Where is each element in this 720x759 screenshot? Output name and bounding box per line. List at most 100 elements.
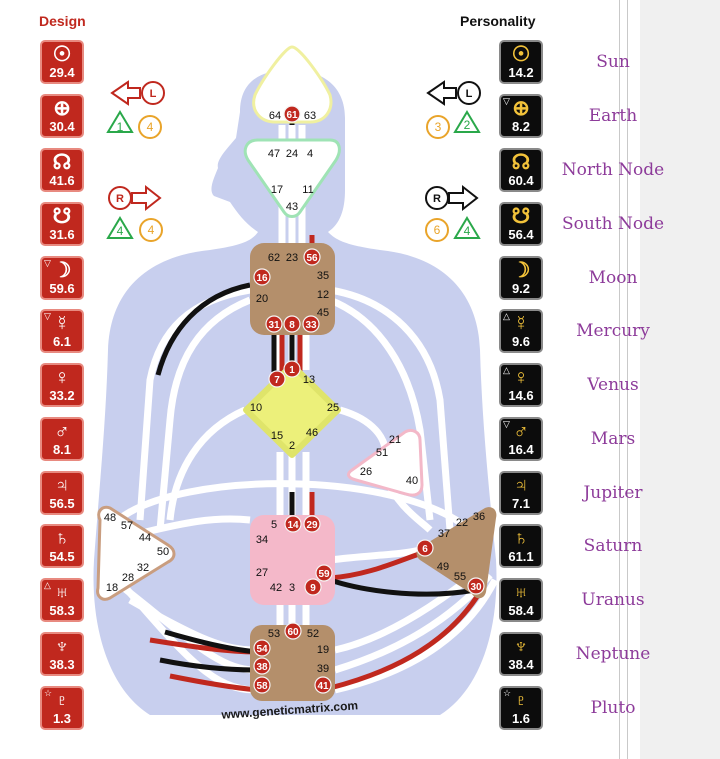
personality-variables: L 3 2 R 6 4 (425, 80, 481, 242)
design-planet-symbol-icon: ☽ (52, 259, 72, 282)
personality-planet-box: ▽♂16.4 (499, 417, 543, 461)
personality-planet-symbol-icon: ☋ (511, 205, 531, 228)
root-center (250, 625, 335, 701)
gate-solar: 49 (437, 561, 449, 573)
personality-bottom-numbers: 6 4 (425, 216, 481, 242)
svg-text:2: 2 (464, 118, 471, 132)
gate-ajna: 43 (286, 201, 298, 213)
planet-name: Sun (596, 52, 630, 72)
gate-number: 62 (268, 252, 280, 264)
gate-root: 52 (307, 628, 319, 640)
personality-planet-mark: △ (503, 365, 510, 375)
gate-number: 33 (305, 320, 317, 331)
personality-planet-value: 60.4 (508, 173, 534, 188)
gate-number: 43 (286, 201, 298, 213)
personality-planet-value: 14.2 (508, 65, 534, 80)
svg-text:6: 6 (434, 223, 441, 237)
gate-sacral: 14 (284, 515, 302, 533)
divider-line (619, 0, 620, 759)
gate-throat: 62 (268, 252, 280, 264)
personality-planet-value: 14.6 (508, 388, 534, 403)
gate-solar: 55 (454, 571, 466, 583)
planet-name: Saturn (583, 536, 643, 556)
personality-planet-symbol-icon: ☉ (511, 43, 531, 66)
gate-number: 18 (106, 582, 118, 594)
design-variables: L 1 4 R 4 4 (106, 80, 165, 242)
gate-g: 2 (289, 440, 295, 452)
gate-sacral: 42 (270, 582, 282, 594)
gate-number: 56 (306, 253, 318, 264)
gate-number: 6 (422, 544, 428, 555)
design-right-arrow: R (108, 184, 162, 212)
design-planet-box: ☋31.6 (40, 202, 84, 246)
gate-number: 49 (437, 561, 449, 573)
personality-planet-mark: △ (503, 311, 510, 321)
design-left-arrow: L (110, 80, 165, 106)
gate-number: 46 (306, 427, 318, 439)
gate-g: 7 (268, 370, 286, 388)
gate-active-marker (302, 315, 320, 333)
svg-text:L: L (150, 88, 157, 100)
gate-sacral: 34 (256, 534, 268, 546)
personality-planet-box: ☽9.2 (499, 256, 543, 300)
design-planet-symbol-icon: ⊕ (53, 97, 71, 120)
personality-planet-value: 9.2 (511, 281, 531, 296)
gate-g: 15 (271, 430, 283, 442)
gate-number: 37 (438, 528, 450, 540)
design-planet-symbol-icon: ♇ (54, 689, 70, 712)
gate-throat: 35 (317, 270, 329, 282)
gate-active-marker (283, 105, 301, 123)
gate-active-marker (268, 370, 286, 388)
gate-ego: 40 (406, 475, 418, 487)
design-planet-symbol-icon: ☿ (54, 312, 70, 335)
gate-sacral: 29 (303, 515, 321, 533)
gate-head: 63 (304, 110, 316, 122)
svg-text:R: R (433, 193, 441, 205)
personality-planet-box: ☊60.4 (499, 148, 543, 192)
design-planet-box: ♆38.3 (40, 632, 84, 676)
planet-name: South Node (561, 214, 665, 234)
personality-planet-symbol-icon: ♅ (513, 581, 529, 604)
gate-active-marker (283, 315, 301, 333)
design-planet-value: 33.2 (49, 388, 75, 403)
gate-spleen: 32 (137, 562, 149, 574)
design-planet-value: 38.3 (49, 657, 75, 672)
gate-number: 41 (317, 681, 329, 692)
personality-planet-symbol-icon: ♄ (513, 527, 529, 550)
personality-planet-box: ☆♇1.6 (499, 686, 543, 730)
design-planet-mark: ☆ (44, 688, 53, 698)
gate-root: 39 (317, 663, 329, 675)
gate-number: 10 (250, 402, 262, 414)
design-planet-box: ▽☽59.6 (40, 256, 84, 300)
gate-ajna: 24 (286, 148, 298, 160)
gate-g: 25 (327, 402, 339, 414)
personality-planet-box: △☿9.6 (499, 309, 543, 353)
svg-text:4: 4 (464, 224, 471, 238)
personality-right-arrow: R (425, 184, 479, 212)
design-planet-box: ☉29.4 (40, 40, 84, 84)
design-planet-value: 31.6 (49, 227, 75, 242)
gate-sacral: 3 (289, 582, 295, 594)
gate-number: 25 (327, 402, 339, 414)
gate-active-marker (253, 268, 271, 286)
personality-planet-mark: ☆ (503, 688, 512, 698)
personality-planet-box: ♄61.1 (499, 524, 543, 568)
gate-number: 4 (307, 148, 313, 160)
design-planet-box: ▽☿6.1 (40, 309, 84, 353)
personality-planet-symbol-icon: ☿ (513, 312, 529, 335)
gate-number: 54 (256, 644, 268, 655)
gate-number: 11 (302, 184, 313, 196)
design-top-numbers: 1 4 (106, 110, 162, 139)
gate-number: 22 (456, 517, 468, 529)
personality-planet-value: 16.4 (508, 442, 534, 457)
gate-number: 39 (317, 663, 329, 675)
gate-number: 28 (122, 572, 134, 584)
gate-active-marker (284, 515, 302, 533)
gate-number: 19 (317, 644, 329, 656)
gate-number: 24 (286, 148, 298, 160)
ego-center (347, 428, 424, 497)
gate-g: 1 (283, 360, 301, 378)
design-planet-mark: ▽ (44, 258, 51, 268)
gate-active-marker (265, 315, 283, 333)
